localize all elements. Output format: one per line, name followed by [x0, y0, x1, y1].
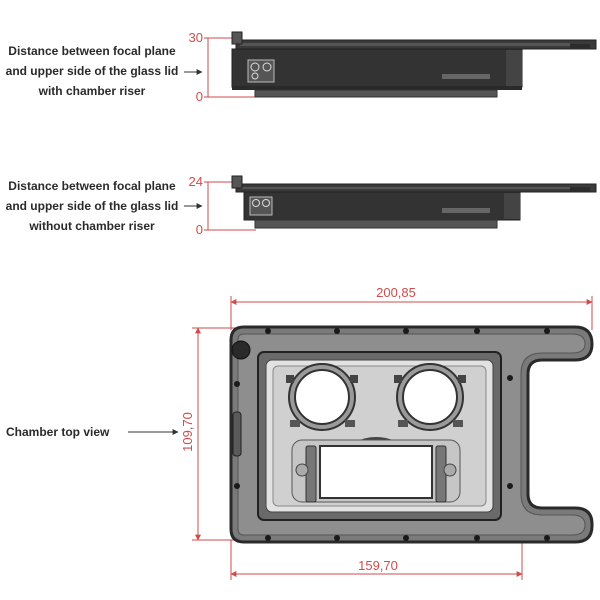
- width-total-value: 200,85: [376, 285, 416, 300]
- without-riser-dim-bottom: 0: [196, 222, 203, 237]
- without-riser-label: Distance between focal plane and upper s…: [2, 176, 182, 236]
- with-riser-dim-bottom: 0: [196, 89, 203, 104]
- with-riser-label: Distance between focal plane and upper s…: [2, 41, 182, 101]
- right-well: [394, 363, 466, 431]
- with-riser-line-1: Distance between focal plane: [8, 44, 176, 58]
- without-riser-line-3: without chamber riser: [29, 219, 155, 233]
- side-view-without-riser: [204, 175, 597, 231]
- with-riser-line-2: and upper side of the glass lid: [5, 64, 179, 78]
- without-riser-line-1: Distance between focal plane: [8, 179, 176, 193]
- without-riser-dim-top: 24: [189, 174, 203, 189]
- top-view-label: Chamber top view: [6, 425, 110, 439]
- with-riser-dim-top: 30: [189, 30, 203, 45]
- with-riser-line-3: with chamber riser: [38, 84, 146, 98]
- side-view-with-riser: [204, 31, 597, 98]
- without-riser-line-2: and upper side of the glass lid: [5, 199, 179, 213]
- lower-window: [291, 439, 461, 503]
- height-value: 109,70: [180, 412, 195, 452]
- left-well: [286, 363, 358, 431]
- width-body-value: 159,70: [358, 558, 398, 573]
- chamber-top-view: 200,85 159,70 109,70: [180, 285, 594, 580]
